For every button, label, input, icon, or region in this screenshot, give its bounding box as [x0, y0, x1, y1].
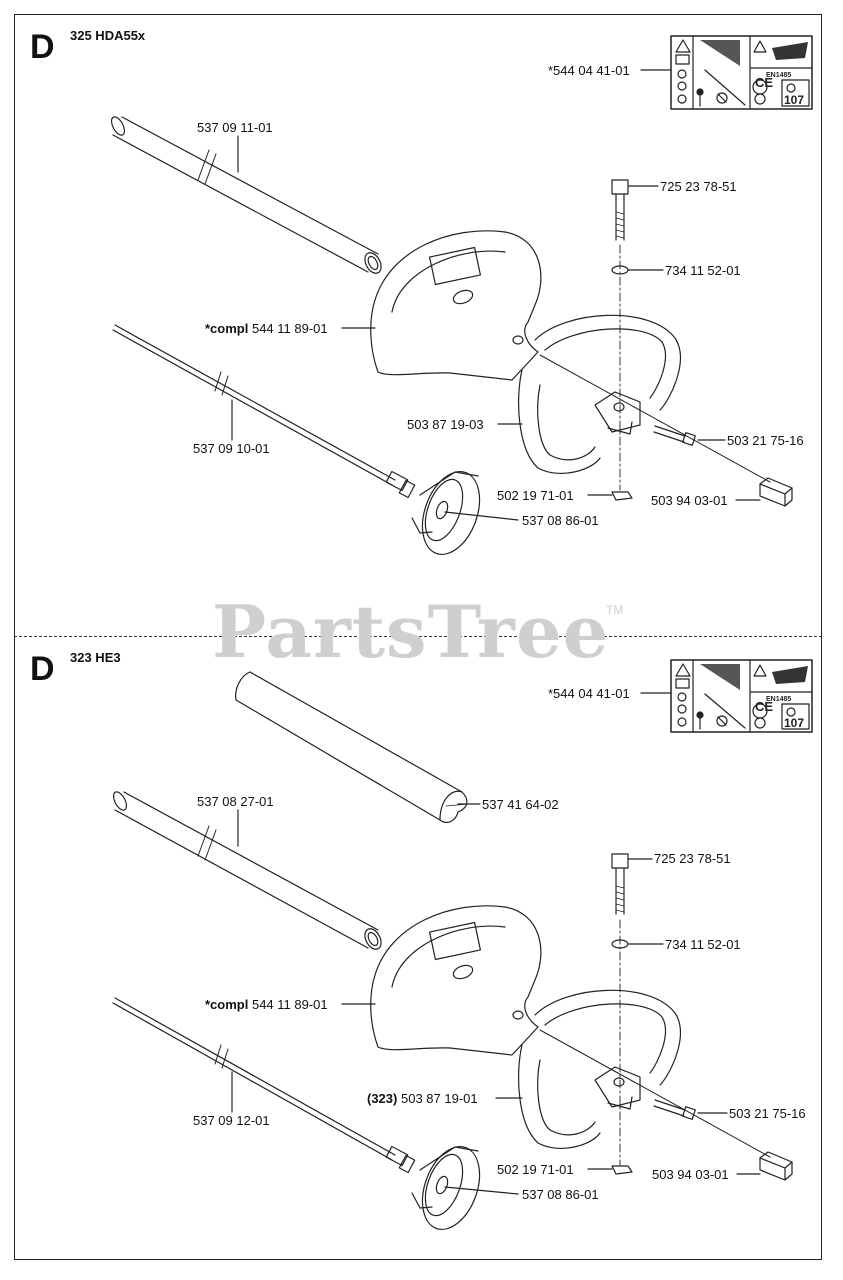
callout-nut[interactable]: 502 19 71-01 [497, 488, 574, 503]
callout-decal[interactable]: *544 04 41-01 [548, 63, 630, 78]
guard-prefix: *compl [205, 321, 249, 336]
decal-ce-text-2: CE [755, 699, 773, 714]
callout-handle[interactable]: 503 87 19-03 [407, 417, 484, 432]
callout-sleeve-2[interactable]: 537 41 64-02 [482, 797, 559, 812]
section-1-model: 325 HDA55x [70, 28, 146, 43]
guard-prefix-2: *compl [205, 997, 249, 1012]
decal-label-icon-2 [670, 659, 813, 733]
callout-throttle-2[interactable]: 503 94 03-01 [652, 1167, 729, 1182]
guard-number: 544 11 89-01 [251, 321, 328, 336]
callout-bolt-2[interactable]: 725 23 78-51 [654, 851, 731, 866]
throttle-connector-icon [759, 477, 793, 507]
section-1-art: CE EN1485 107 [110, 35, 813, 555]
decal-standard-text: EN1485 [766, 72, 791, 79]
tube-icon [110, 116, 382, 274]
guard-number-2: 544 11 89-01 [251, 997, 328, 1012]
callout-handle-2[interactable]: (323) 503 87 19-01 [367, 1092, 478, 1105]
callout-bolt[interactable]: 725 23 78-51 [660, 179, 737, 194]
page-frame [14, 14, 822, 1260]
decal-standard-text-2: EN1485 [766, 696, 791, 703]
callout-nut-2[interactable]: 502 19 71-01 [497, 1162, 574, 1177]
sleeve-icon [235, 671, 469, 824]
bolt-icon-2 [611, 853, 629, 915]
callout-shaft-2[interactable]: 537 09 12-01 [193, 1113, 270, 1128]
callout-decal-2[interactable]: *544 04 41-01 [548, 686, 630, 701]
callout-guard-2[interactable]: *compl 544 11 89-01 [205, 998, 328, 1011]
callout-coupling-2[interactable]: 537 08 86-01 [522, 1187, 599, 1202]
callout-tube[interactable]: 537 09 11-01 [197, 120, 273, 135]
section-divider [14, 636, 822, 637]
throttle-connector-icon-2 [759, 1151, 793, 1181]
handle-number-2: 503 87 19-01 [400, 1091, 478, 1106]
section-2-art: CE EN1485 107 [112, 659, 813, 1230]
decal-ce-text: CE [755, 75, 773, 90]
callout-guard[interactable]: *compl 544 11 89-01 [205, 322, 328, 335]
callout-coupling[interactable]: 537 08 86-01 [522, 513, 599, 528]
handle-icon-2 [518, 989, 681, 1150]
callout-shaft[interactable]: 537 09 10-01 [193, 441, 270, 456]
bolt-icon [611, 179, 629, 241]
section-2-letter: D [30, 650, 55, 688]
decal-label-icon [670, 35, 813, 110]
screw-icon [653, 425, 696, 446]
handle-icon [518, 314, 681, 475]
nut-icon [611, 491, 633, 501]
screw-icon-2 [653, 1099, 696, 1120]
callout-screw[interactable]: 503 21 75-16 [727, 433, 804, 448]
watermark-tm: TM [606, 603, 624, 617]
guard-icon [370, 230, 542, 381]
callout-washer[interactable]: 734 11 52-01 [665, 263, 741, 278]
callout-screw-2[interactable]: 503 21 75-16 [729, 1106, 806, 1121]
decal-noise-text-2: 107 [784, 716, 804, 730]
coupling-icon [411, 471, 481, 555]
guard-icon-2 [370, 905, 542, 1056]
decal-noise-text: 107 [784, 93, 804, 107]
shaft-icon-2 [112, 997, 416, 1174]
callout-throttle[interactable]: 503 94 03-01 [651, 493, 728, 508]
section-2-model: 323 HE3 [70, 650, 121, 665]
callout-tube-2[interactable]: 537 08 27-01 [197, 794, 274, 809]
callout-washer-2[interactable]: 734 11 52-01 [665, 937, 741, 952]
nut-icon-2 [611, 1165, 633, 1175]
section-1-letter: D [30, 28, 55, 66]
handle-prefix-2: (323) [367, 1091, 398, 1106]
watermark: PartsTree [212, 589, 610, 674]
tube-icon-2 [112, 791, 382, 950]
shaft-icon [112, 324, 416, 499]
